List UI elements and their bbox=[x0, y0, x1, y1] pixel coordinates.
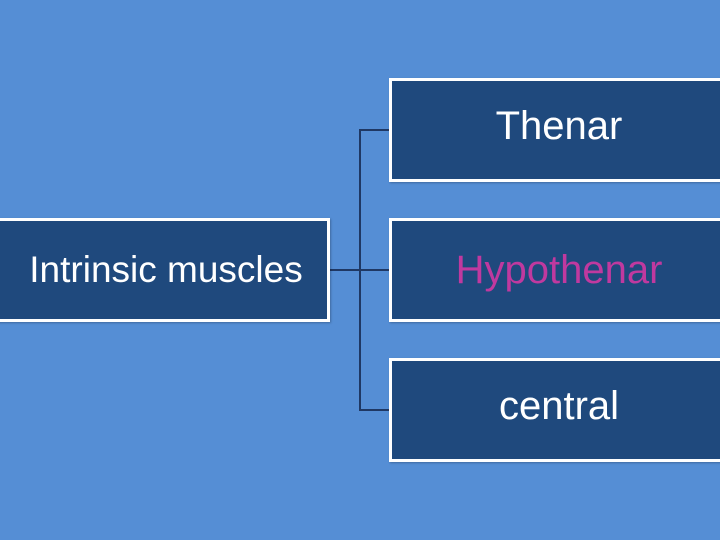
child-node-central: central bbox=[389, 358, 720, 462]
root-node-intrinsic-muscles: Intrinsic muscles bbox=[0, 218, 330, 322]
child-node-label-thenar: Thenar bbox=[495, 103, 623, 148]
child-node-hypothenar: Hypothenar bbox=[389, 218, 720, 322]
root-node-label: Intrinsic muscles bbox=[29, 249, 303, 290]
child-node-label-hypothenar: Hypothenar bbox=[455, 247, 663, 292]
child-node-thenar: Thenar bbox=[389, 78, 720, 182]
child-node-label-central: central bbox=[498, 383, 620, 428]
